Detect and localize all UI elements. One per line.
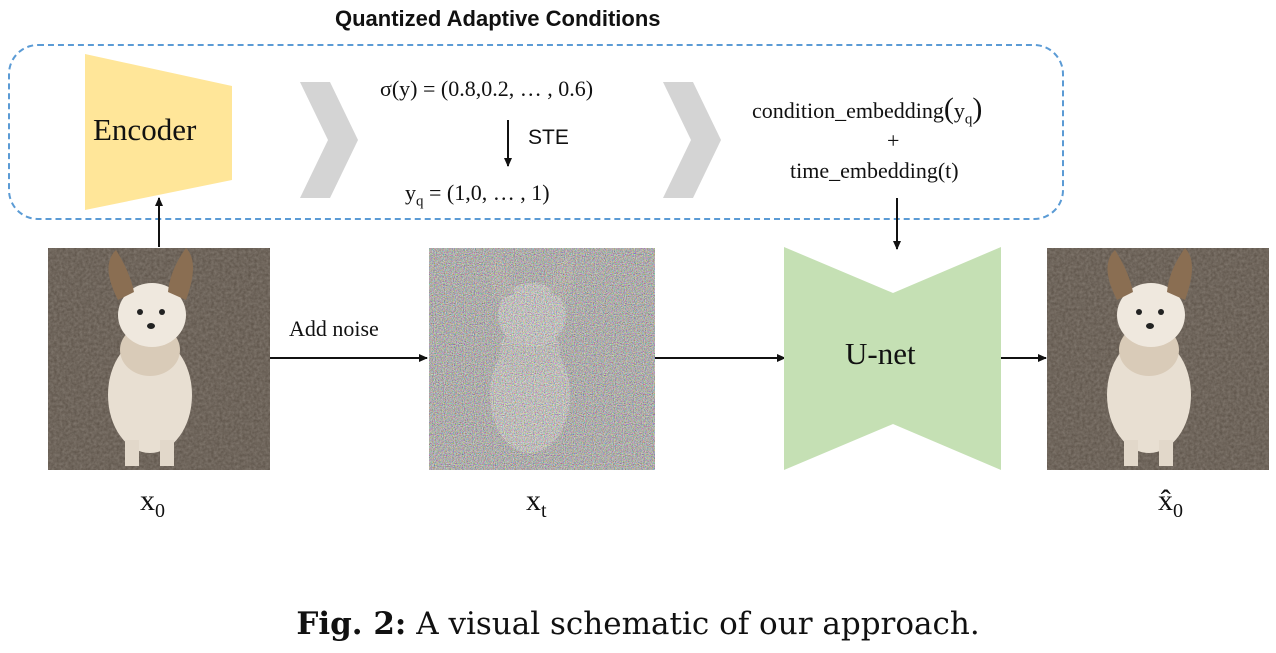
time-embedding-label: time_embedding(t) [790, 158, 959, 183]
xhat-label: x̂0 [1158, 484, 1183, 523]
yq-subscript: q [416, 193, 424, 210]
noisy-dog-photo [429, 248, 655, 470]
add-noise-label: Add noise [289, 316, 379, 341]
condition-embedding-arg-sub: q [964, 111, 973, 128]
yq-formula: yq = (1,0, … , 1) [405, 180, 550, 210]
plus-sign: + [887, 128, 900, 153]
yq-symbol: y [405, 180, 416, 205]
encoder-label: Encoder [93, 112, 197, 147]
ste-label: STE [528, 126, 569, 149]
xhat-symbol: x̂ [1158, 484, 1173, 517]
group-title: Quantized Adaptive Conditions [335, 6, 661, 31]
condition-embedding-label: condition_embedding(yq) [752, 92, 983, 128]
x0-subscript: 0 [155, 500, 165, 522]
quantized-conditions-group [8, 44, 1064, 220]
sigma-formula: σ(y) = (0.8,0.2, … , 0.6) [380, 76, 594, 101]
xt-label: xt [526, 484, 547, 523]
yq-value: = (1,0, … , 1) [423, 180, 550, 205]
unet-label: U-net [845, 336, 916, 371]
dog-photo [48, 248, 270, 470]
caption-label: Fig. 2: [296, 606, 407, 642]
condition-embedding-arg: y [953, 98, 965, 123]
x0-label: x0 [140, 484, 165, 523]
figure-caption: Fig. 2: A visual schematic of our approa… [0, 606, 1276, 642]
reconstructed-dog-photo [1047, 248, 1269, 470]
x0-symbol: x [140, 484, 155, 517]
encoder-block [85, 54, 232, 210]
xhat-subscript: 0 [1173, 500, 1183, 522]
xt-subscript: t [541, 500, 547, 522]
caption-text: A visual schematic of our approach. [406, 606, 980, 642]
condition-embedding-text: condition_embedding [752, 98, 944, 123]
unet-block [784, 247, 1001, 470]
flow-chevron-2 [663, 82, 721, 198]
flow-chevron-1 [300, 82, 358, 198]
xt-symbol: x [526, 484, 541, 517]
